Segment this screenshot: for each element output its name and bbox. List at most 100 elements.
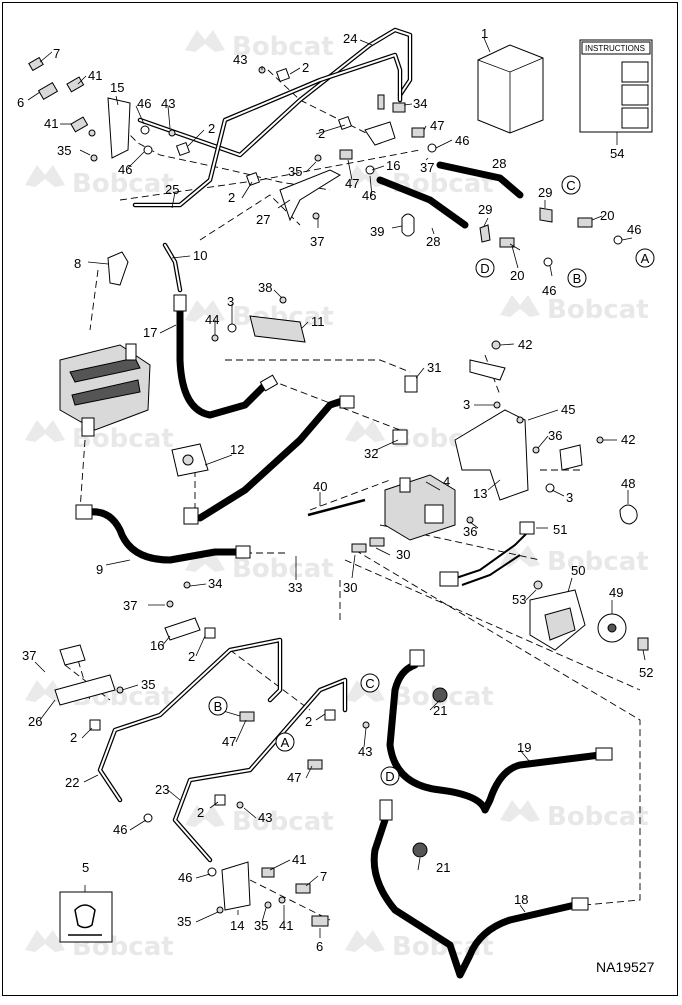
watermark-logo-icon [185, 300, 225, 322]
callout-label: 37 [22, 648, 36, 663]
callout-label: 43 [161, 96, 175, 111]
callout-label: 24 [343, 31, 357, 46]
callout-label: 14 [230, 918, 244, 933]
watermark-text: Bobcat [232, 807, 334, 837]
callout-label: 46 [627, 222, 641, 237]
callout-label: 43 [258, 810, 272, 825]
callout-label: 28 [426, 234, 440, 249]
callout-label: 12 [230, 442, 244, 457]
callout-label: 47 [345, 176, 359, 191]
callout-label: 46 [118, 162, 132, 177]
bracket-16 [164, 581, 201, 641]
callout-label: 37 [310, 234, 324, 249]
instructions-title: INSTRUCTIONS [585, 44, 645, 53]
watermark-logo-icon [185, 30, 225, 52]
cap-49 [597, 613, 649, 651]
connector-label: B [214, 699, 223, 714]
callout-label: 2 [197, 805, 204, 820]
solenoid-coil [171, 443, 209, 477]
callout-label: 32 [364, 446, 378, 461]
callout-label: 30 [343, 580, 357, 595]
connector-label: B [573, 271, 582, 286]
callout-label: 2 [318, 126, 325, 141]
callout-label: 46 [113, 822, 127, 837]
callout-label: 16 [150, 638, 164, 653]
callout-label: 36 [463, 524, 477, 539]
top-fittings [28, 56, 623, 267]
callout-label: 41 [88, 68, 102, 83]
control-valve [59, 343, 151, 437]
strap-11 [211, 296, 306, 343]
hose-28-upper [376, 161, 524, 229]
callout-label: 44 [205, 312, 219, 327]
callout-label: 20 [600, 208, 614, 223]
callout-label: 10 [193, 248, 207, 263]
callout-label: 41 [44, 116, 58, 131]
callout-label: 2 [208, 121, 215, 136]
callout-label: 46 [455, 133, 469, 148]
callout-label: 3 [227, 294, 234, 309]
callout-label: 39 [370, 224, 384, 239]
drawing-code: NA19527 [596, 959, 655, 975]
watermark-logo-icon [25, 420, 65, 442]
callout-label: 2 [188, 649, 195, 664]
lower-clips [89, 627, 370, 809]
callout-label: 46 [137, 96, 151, 111]
callout-label: 34 [208, 576, 222, 591]
watermark-text: Bobcat [547, 547, 649, 577]
hose-9 [75, 504, 251, 564]
callout-label: 7 [320, 869, 327, 884]
tube-24 [137, 27, 413, 158]
sensor-50 [529, 580, 586, 651]
hose-19 [386, 649, 613, 814]
callout-label: 41 [279, 918, 293, 933]
callout-label: 47 [287, 770, 301, 785]
clamp-21 [412, 687, 448, 858]
callout-label: 49 [609, 585, 623, 600]
callout-label: 36 [548, 428, 562, 443]
callout-label: 37 [123, 598, 137, 613]
tube-22 [97, 637, 283, 803]
watermark-text: Bobcat [232, 554, 334, 584]
watermark-logo-icon [500, 295, 540, 317]
callout-label: 50 [571, 563, 585, 578]
watermark-logo-icon [500, 800, 540, 822]
callout-label: 17 [143, 325, 157, 340]
callout-label: 13 [473, 486, 487, 501]
watermark-logo-icon [185, 805, 225, 827]
callout-label: 31 [427, 360, 441, 375]
callout-label: 11 [311, 314, 325, 329]
tube-23 [172, 677, 348, 863]
watermark-text: Bobcat [72, 169, 174, 199]
callout-label: 15 [110, 80, 124, 95]
callout-label: 30 [396, 547, 410, 562]
valve-block-4 [351, 474, 456, 553]
callout-label: 5 [82, 860, 89, 875]
connector-label: A [281, 735, 290, 750]
watermark-text: Bobcat [547, 802, 649, 832]
callout-label: 35 [288, 164, 302, 179]
callout-label: 8 [74, 256, 81, 271]
callout-label: 3 [566, 490, 573, 505]
callout-label: 35 [254, 918, 268, 933]
decal-5 [59, 891, 113, 943]
callout-label: 2 [305, 714, 312, 729]
callout-label: 45 [561, 402, 575, 417]
callout-label: 27 [256, 212, 270, 227]
callout-label: 19 [517, 740, 531, 755]
callout-label: 35 [141, 677, 155, 692]
hose-18 [370, 799, 589, 979]
callout-label: 52 [639, 665, 653, 680]
harness-51 [439, 521, 535, 587]
tube-10 [162, 242, 183, 293]
callout-label: 47 [222, 734, 236, 749]
callout-label: 40 [313, 479, 327, 494]
hose-17 [173, 294, 279, 419]
callout-label: 51 [553, 522, 567, 537]
callout-label: 2 [70, 730, 77, 745]
callout-label: 25 [165, 182, 179, 197]
watermark-logo-icon [25, 680, 65, 702]
callout-label: 33 [288, 580, 302, 595]
